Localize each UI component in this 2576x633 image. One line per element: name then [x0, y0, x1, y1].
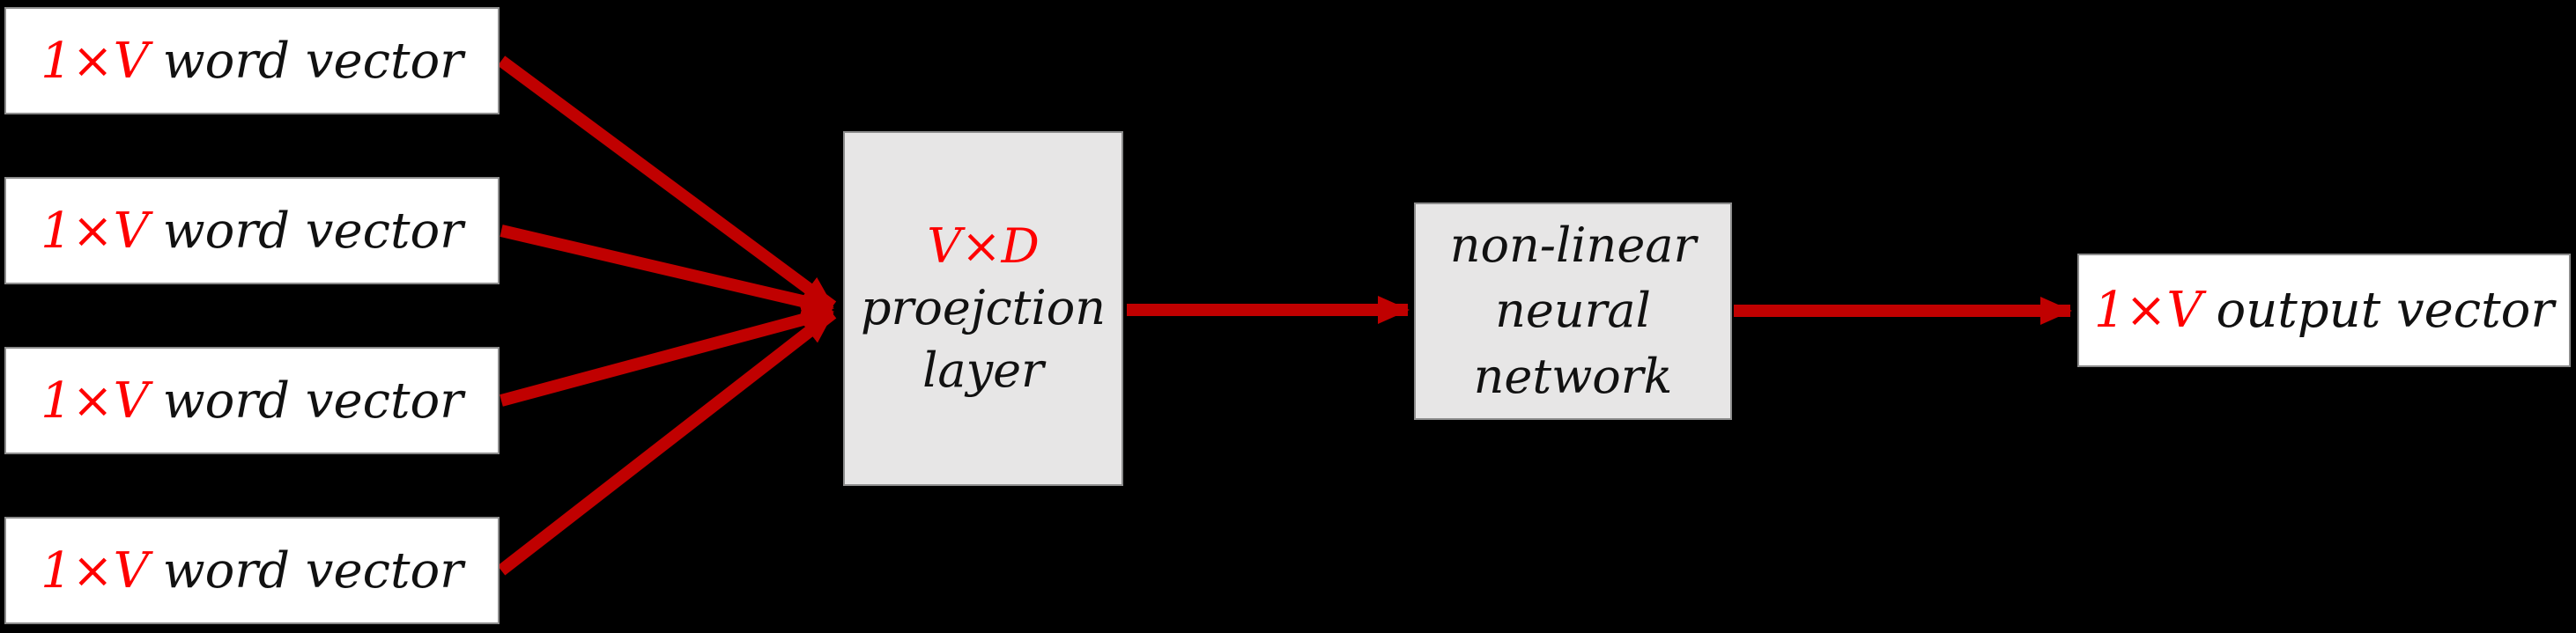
nn-label-line-2: neural — [1495, 283, 1651, 339]
word-vector-label: word vector — [162, 541, 463, 600]
projection-layer-box: V×D proejction layer — [843, 131, 1123, 486]
word-vector-label: word vector — [162, 202, 463, 260]
projection-label-line-2: layer — [922, 342, 1044, 398]
input-word-vector-box-1: 1×V word vector — [4, 7, 500, 114]
word-vector-label: word vector — [162, 32, 463, 90]
projection-dim-label: V×D — [927, 218, 1040, 275]
input-word-vector-box-4: 1×V word vector — [4, 517, 500, 624]
projection-label-line-1: proejction — [860, 280, 1107, 336]
output-vector-label: output vector — [2216, 282, 2555, 339]
nn-label-line-1: non-linear — [1449, 217, 1697, 273]
arrow-input1-to-projection — [497, 55, 837, 312]
arrow-input2-to-projection — [500, 224, 834, 315]
word-vector-dim-label: 1×V — [41, 541, 150, 600]
input-word-vector-box-2: 1×V word vector — [4, 177, 500, 284]
output-dim-label: 1×V — [2093, 282, 2202, 339]
neural-network-box: non-linear neural network — [1414, 202, 1732, 420]
arrow-input4-to-projection — [497, 308, 837, 576]
output-vector-box: 1×V output vector — [2077, 254, 2571, 367]
arrow-input3-to-projection — [500, 305, 834, 407]
nn-label-line-3: network — [1473, 348, 1673, 404]
word-vector-dim-label: 1×V — [41, 372, 150, 430]
word-vector-dim-label: 1×V — [41, 32, 150, 90]
word-vector-label: word vector — [162, 372, 463, 430]
input-word-vector-box-3: 1×V word vector — [4, 347, 500, 454]
word-vector-dim-label: 1×V — [41, 202, 150, 260]
